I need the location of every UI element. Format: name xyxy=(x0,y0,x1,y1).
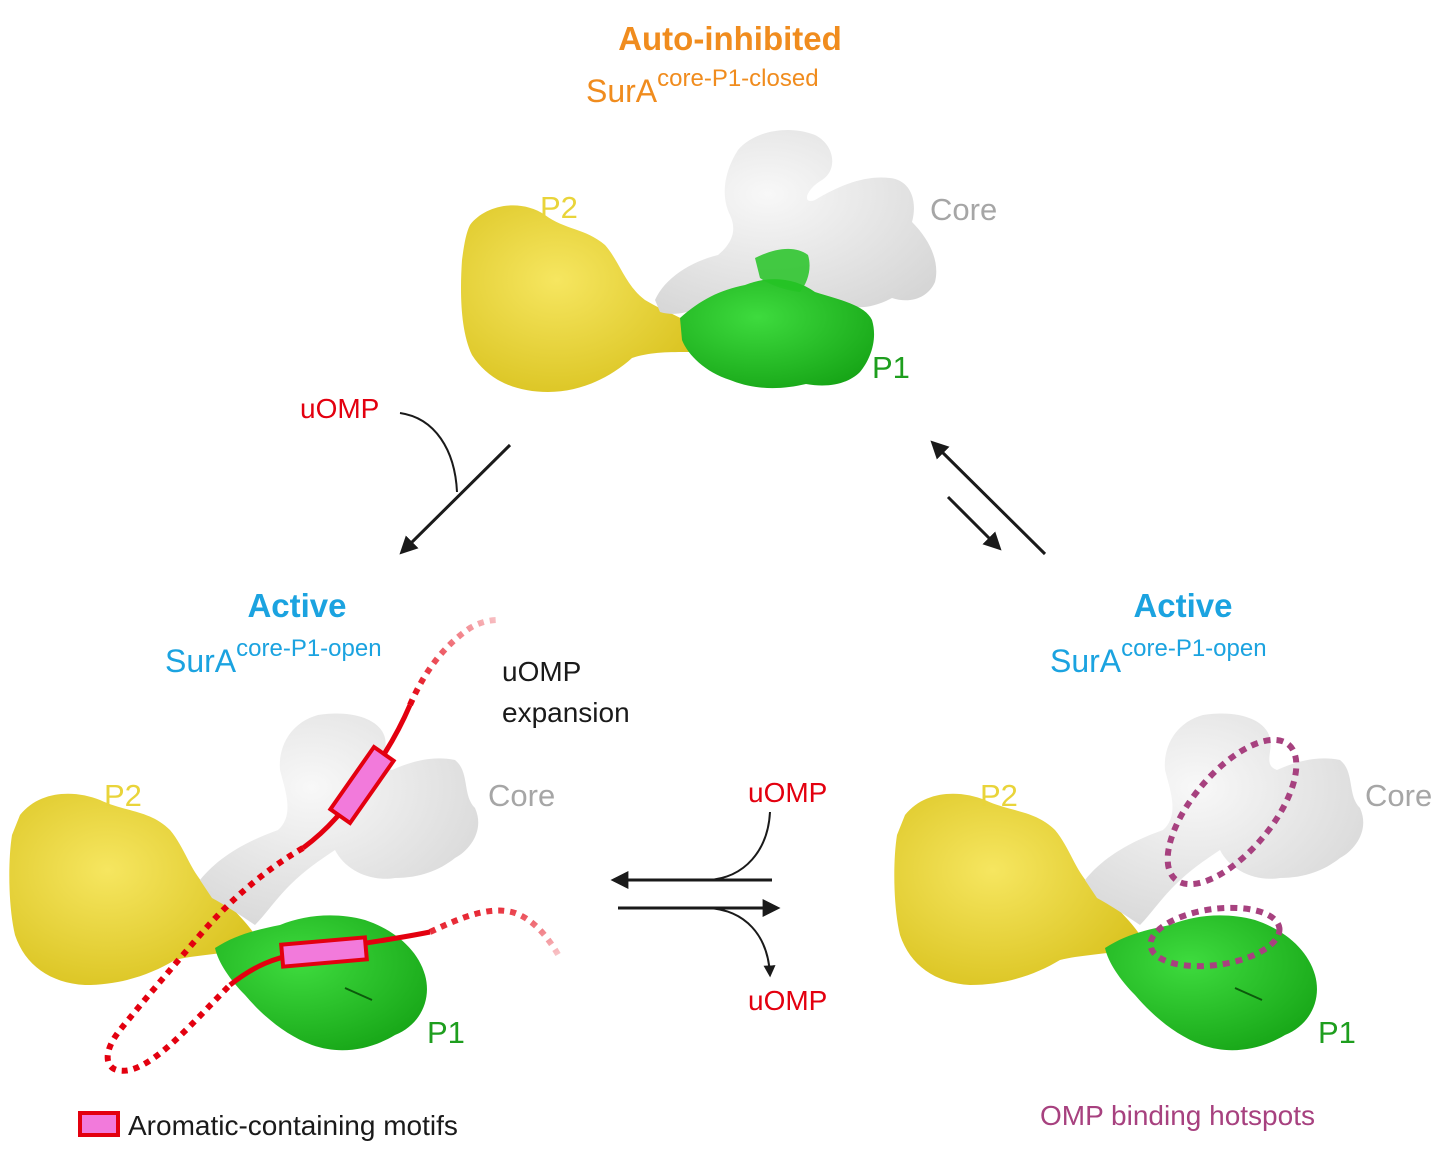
top-label-p2: P2 xyxy=(540,190,578,225)
legend: Aromatic-containing motifs xyxy=(78,1110,458,1141)
aromatic-motif-upper xyxy=(327,744,397,826)
right-p2-domain xyxy=(894,793,1140,985)
legend-aromatic-label: Aromatic-containing motifs xyxy=(128,1110,458,1141)
left-p2-domain xyxy=(9,793,255,985)
right-label-p2: P2 xyxy=(980,778,1018,813)
binding-arrow-line xyxy=(399,443,512,555)
right-title: Active xyxy=(1133,587,1232,624)
aromatic-motif-lower xyxy=(279,935,369,969)
left-state-base: SurA xyxy=(165,643,237,679)
binding-substrate-label: uOMP xyxy=(300,393,379,424)
middle-arrow-left-substrate-curve xyxy=(707,811,771,881)
left-p1-domain xyxy=(215,915,427,1051)
hotspot-p1 xyxy=(1147,904,1283,970)
top-title: Auto-inhibited xyxy=(618,20,842,57)
right-state-name: SurAcore-P1-open xyxy=(1050,635,1267,679)
left-state-name: SurAcore-P1-open xyxy=(165,635,382,679)
binding-arrow-substrate-curve xyxy=(399,412,458,493)
top-p2-domain xyxy=(461,205,700,392)
right-structure xyxy=(894,713,1364,1051)
top-core-green-interface xyxy=(755,248,810,292)
right-p1-crevice xyxy=(1234,987,1263,1001)
top-state-sup: core-P1-closed xyxy=(657,65,818,92)
binding-arrow xyxy=(399,412,512,555)
middle-uomp-out-label: uOMP xyxy=(748,985,827,1016)
uomp-expansion-line1: uOMP xyxy=(502,656,581,687)
left-label-p2: P2 xyxy=(104,778,142,813)
left-uomp-chain xyxy=(104,617,563,1074)
left-label-core: Core xyxy=(488,778,555,813)
equilibrium-arrow-up xyxy=(930,440,1047,556)
legend-aromatic-swatch xyxy=(78,1111,120,1137)
right-state-sup: core-P1-open xyxy=(1121,635,1266,662)
top-state-base: SurA xyxy=(586,73,658,109)
top-label-p1: P1 xyxy=(872,350,910,385)
middle-arrow-right-substrate-curve xyxy=(707,907,776,978)
top-p1-domain xyxy=(680,279,875,389)
uomp-lower-dotted-tail xyxy=(428,907,563,960)
uomp-upper-dotted-tail xyxy=(407,617,499,707)
hotspot-caption: OMP binding hotspots xyxy=(1040,1100,1315,1131)
left-label-p1: P1 xyxy=(427,1015,465,1050)
equilibrium-arrows-top-right xyxy=(930,440,1047,556)
middle-equilibrium-arrows xyxy=(610,811,781,978)
right-state-base: SurA xyxy=(1050,643,1122,679)
left-state-sup: core-P1-open xyxy=(236,635,381,662)
middle-uomp-in-label: uOMP xyxy=(748,777,827,808)
right-label-p1: P1 xyxy=(1318,1015,1356,1050)
left-structure xyxy=(9,713,479,1051)
right-p1-domain xyxy=(1105,915,1317,1051)
left-title: Active xyxy=(247,587,346,624)
top-structure xyxy=(461,130,937,392)
top-label-core: Core xyxy=(930,192,997,227)
top-state-name: SurAcore-P1-closed xyxy=(586,65,819,109)
right-core-domain xyxy=(1085,713,1364,925)
left-p1-crevice xyxy=(344,987,373,1001)
uomp-dotted-loop xyxy=(104,845,305,1074)
hotspot-core xyxy=(1164,736,1300,888)
equilibrium-arrow-down xyxy=(946,495,1002,551)
top-core-domain xyxy=(655,130,937,314)
omp-binding-hotspots xyxy=(1147,736,1300,970)
right-label-core: Core xyxy=(1365,778,1432,813)
uomp-expansion-line2: expansion xyxy=(502,697,630,728)
